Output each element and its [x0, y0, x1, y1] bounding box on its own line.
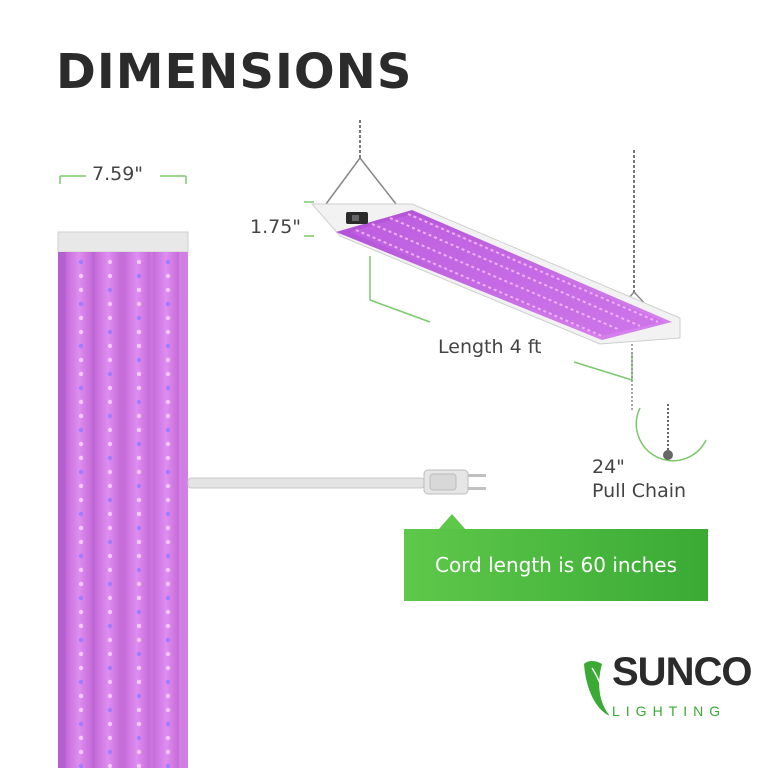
power-cord: [187, 477, 425, 489]
cord-callout-text: Cord length is 60 inches: [434, 553, 677, 577]
width-label: 7.59": [92, 163, 144, 185]
width-dimension-marker: [59, 175, 187, 184]
chain-length-label: 24": [592, 456, 625, 478]
cord-callout: [404, 529, 708, 601]
brand-logo-sub: LIGHTING: [612, 703, 727, 719]
vertical-fixture: [57, 231, 189, 768]
pull-chain-label: Pull Chain: [592, 480, 687, 502]
callout-notch: [438, 514, 466, 530]
brand-logo-name: SUNCO: [612, 650, 752, 694]
hanging-fixture: [310, 120, 681, 345]
leaf-icon: [584, 661, 611, 717]
page-title: DIMENSIONS: [56, 44, 413, 100]
length-label: Length 4 ft: [438, 336, 542, 358]
height-dimension-marker: [304, 201, 314, 237]
height-label: 1.75": [250, 216, 302, 238]
switch-icon: [346, 212, 368, 224]
plug-icon: [423, 469, 486, 495]
pull-chain-icon: [631, 344, 707, 462]
